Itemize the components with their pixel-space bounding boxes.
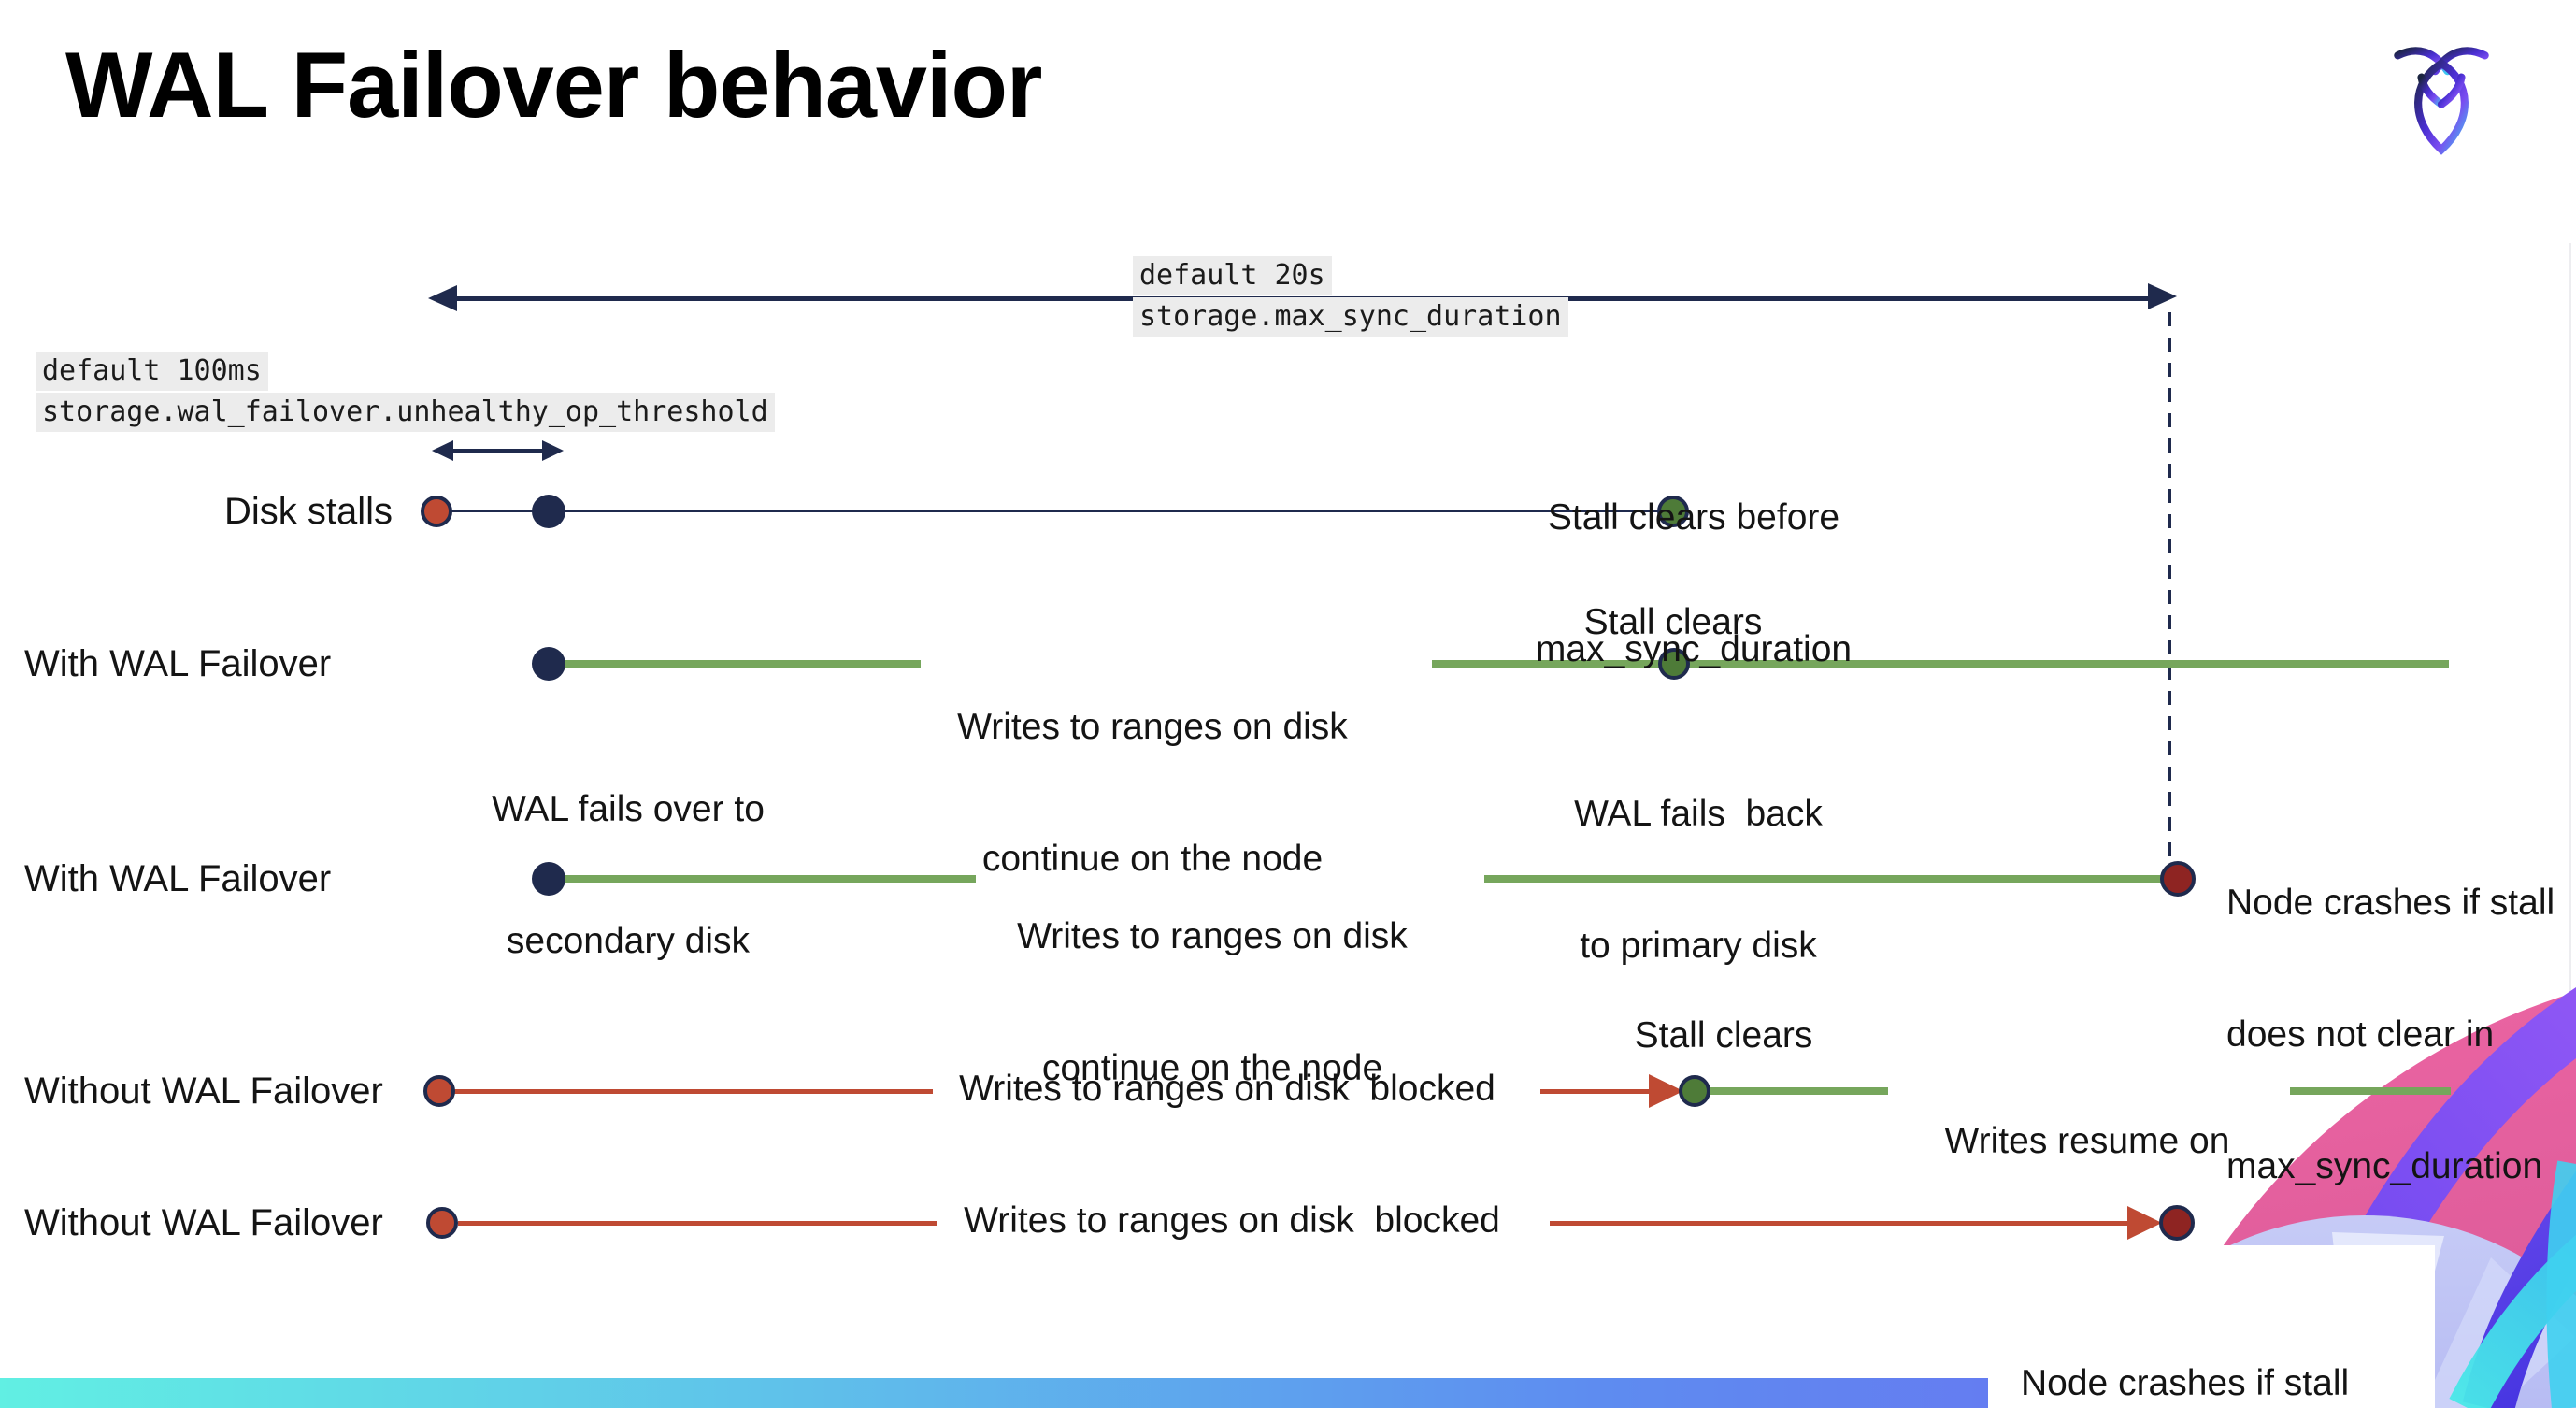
max-sync-default-label: default 20s — [1133, 256, 1332, 295]
caption-line: Node crashes if stall — [2021, 1363, 2350, 1403]
stall-start-dot-row5 — [426, 1207, 458, 1239]
unhealthy-arrow-line — [449, 449, 548, 453]
caption-node-crashes-row3: Node crashes if stall does not clear in … — [2226, 793, 2555, 1276]
row-label-with-wal-2: With WAL Failover — [24, 858, 332, 899]
caption-line: secondary disk — [506, 921, 751, 961]
failover-dot-row2 — [532, 647, 565, 681]
writes-continue-line-row2b — [1432, 660, 2449, 668]
caption-line: to primary disk — [1580, 926, 1817, 966]
caption-stall-clears-row4: Stall clears — [1634, 1015, 1813, 1056]
writes-blocked-line-row4a — [454, 1089, 933, 1094]
writes-blocked-line-row5a — [458, 1221, 937, 1226]
caption-stall-clears-before: Stall clears before max_sync_duration — [1536, 408, 1852, 759]
stall-start-dot-row1 — [421, 496, 452, 527]
caption-writes-continue-row3: Writes to ranges on disk continue on the… — [1017, 826, 1408, 1178]
unhealthy-arrowhead-right — [542, 440, 564, 461]
max-sync-arrowhead-right — [2148, 283, 2177, 309]
writes-blocked-line-row5b — [1550, 1221, 2129, 1226]
caption-fails-over: WAL fails over to secondary disk — [492, 699, 765, 1051]
writes-continue-line-row3a — [563, 875, 976, 883]
unhealthy-setting-label: storage.wal_failover.unhealthy_op_thresh… — [36, 393, 775, 432]
caption-line: WAL fails back — [1574, 794, 1823, 834]
unhealthy-default-label: default 100ms — [36, 352, 268, 391]
stall-clear-dot-row1 — [1657, 496, 1689, 527]
caption-line: Writes to ranges on disk — [1017, 916, 1408, 956]
row-label-without-wal-2: Without WAL Failover — [24, 1202, 383, 1243]
writes-continue-line-row3b — [1484, 875, 2165, 883]
failover-dot-row3 — [532, 862, 565, 896]
blocked-arrowhead-row4 — [1649, 1074, 1683, 1108]
row-label-without-wal-1: Without WAL Failover — [24, 1070, 383, 1112]
caption-writes-blocked-row5: Writes to ranges on disk blocked — [964, 1200, 1500, 1241]
row-label-disk-stalls: Disk stalls — [223, 491, 393, 532]
blocked-arrowhead-row5 — [2127, 1206, 2162, 1240]
writes-continue-line-row2a — [563, 660, 921, 668]
crash-dot-row3 — [2160, 861, 2196, 897]
disk-stalls-timeline — [436, 510, 1673, 512]
max-sync-setting-label: storage.max_sync_duration — [1133, 297, 1568, 337]
crash-dot-row5 — [2159, 1205, 2195, 1241]
caption-line: continue on the node — [1041, 1048, 1383, 1088]
caption-line: Writes to ranges on disk — [957, 707, 1348, 747]
unhealthy-arrowhead-left — [432, 440, 453, 461]
page-edge-line — [2569, 243, 2571, 1178]
caption-writes-blocked-row4: Writes to ranges on disk blocked — [959, 1069, 1496, 1109]
caption-line: Stall clears before — [1547, 497, 1840, 538]
failover-trigger-dot-row1 — [532, 495, 565, 528]
caption-line: max_sync_duration — [2226, 1146, 2543, 1186]
caption-line: Writes resume on — [1944, 1121, 2230, 1161]
cockroach-logo — [2394, 47, 2489, 155]
max-sync-dashed-line — [2168, 312, 2171, 862]
stall-start-dot-row4 — [423, 1075, 455, 1107]
writes-resume-line-row4b — [2290, 1087, 2451, 1095]
caption-writes-continue-row2: Writes to ranges on disk continue on the… — [957, 617, 1348, 969]
caption-line: WAL fails over to — [492, 789, 765, 829]
caption-node-crashes-row5: Node crashes if stall does not clear in … — [2021, 1273, 2349, 1408]
caption-line: continue on the node — [981, 839, 1324, 879]
caption-fails-back: WAL fails back to primary disk — [1574, 704, 1823, 1056]
caption-stall-clears-row2: Stall clears — [1583, 602, 1763, 642]
writes-blocked-line-row4b — [1540, 1089, 1653, 1094]
stall-clear-dot-row4 — [1679, 1075, 1710, 1107]
caption-line: Node crashes if stall — [2226, 883, 2555, 923]
writes-resume-line-row4a — [1709, 1087, 1888, 1095]
page-title: WAL Failover behavior — [65, 33, 1042, 136]
caption-line: does not clear in — [2226, 1014, 2495, 1055]
row-label-with-wal-1: With WAL Failover — [24, 643, 332, 684]
caption-line: max_sync_duration — [1535, 629, 1853, 669]
crash-caption-box — [1988, 1245, 2435, 1408]
stall-clear-dot-row2 — [1658, 648, 1690, 680]
max-sync-arrowhead-left — [428, 285, 457, 311]
